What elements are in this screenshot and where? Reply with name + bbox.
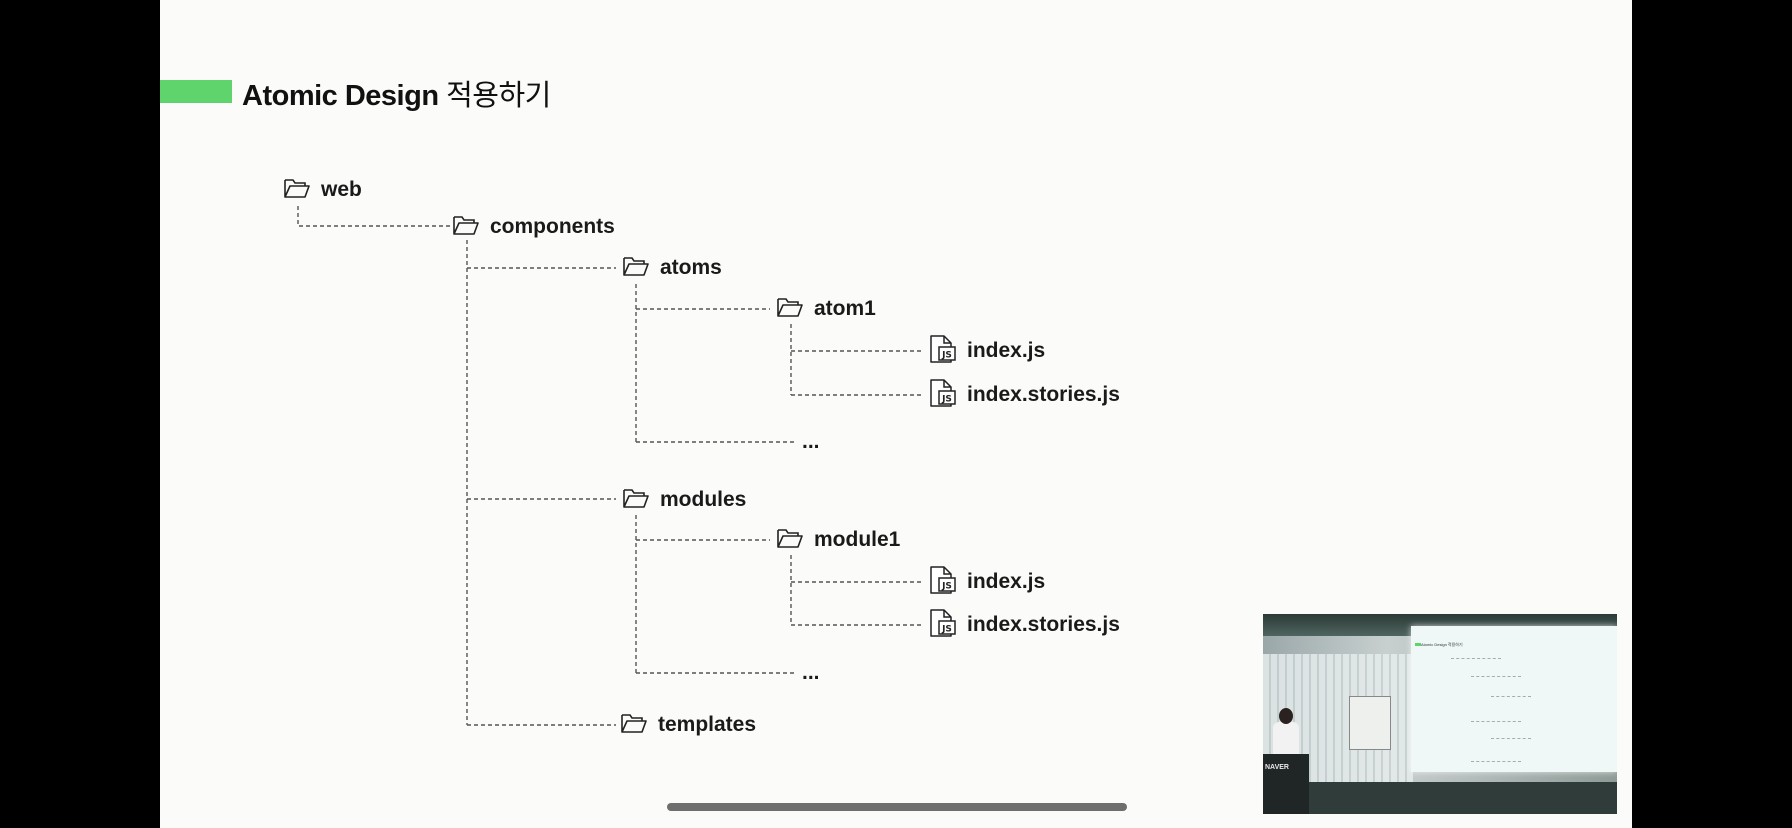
- tree-label-templates: templates: [658, 713, 757, 736]
- pip-screen-line: [1451, 658, 1501, 659]
- pip-podium-logo: NAVER: [1265, 764, 1289, 771]
- pip-screen-line: [1471, 761, 1521, 762]
- pip-speaker-head: [1279, 708, 1293, 724]
- slide-title-suffix: 적용하기: [438, 80, 551, 112]
- tree-node-module1[interactable]: module1: [776, 524, 900, 556]
- svg-text:JS: JS: [941, 394, 952, 404]
- pip-screen-accent: [1415, 643, 1421, 646]
- pip-speaker-body: [1273, 722, 1299, 756]
- presentation-slide: Atomic Design 적용하기: [160, 0, 1632, 828]
- tree-label-atom1-index-js: index.js: [967, 339, 1046, 362]
- tree-label-atom1: atom1: [814, 297, 876, 320]
- tree-label-atoms: atoms: [660, 256, 722, 279]
- folder-open-icon: [776, 295, 804, 324]
- pip-podium: [1263, 754, 1309, 814]
- js-file-icon: JS: [927, 378, 957, 413]
- tree-atoms-more: ...: [802, 430, 820, 453]
- tree-label-module1: module1: [814, 528, 901, 551]
- folder-open-icon: [622, 254, 650, 283]
- pip-screen-line: [1491, 738, 1531, 739]
- tree-node-templates[interactable]: templates: [620, 709, 756, 741]
- folder-open-icon: [622, 486, 650, 515]
- svg-text:JS: JS: [941, 581, 952, 591]
- tree-node-module1-index-js[interactable]: JS index.js: [927, 565, 1046, 600]
- svg-text:JS: JS: [941, 350, 952, 360]
- tree-node-module1-index-stories-js[interactable]: JS index.stories.js: [927, 608, 1120, 643]
- tree-label-module1-index-js: index.js: [967, 570, 1046, 593]
- folder-open-icon: [776, 526, 804, 555]
- tree-node-atom1-index-js[interactable]: JS index.js: [927, 334, 1046, 369]
- tree-node-web[interactable]: web: [283, 174, 362, 206]
- pip-screen-title: Atomic Design 적용하기: [1421, 642, 1463, 647]
- pip-screen-line: [1471, 721, 1521, 722]
- js-file-icon: JS: [927, 608, 957, 643]
- title-accent-bar: [160, 80, 232, 103]
- tree-label-module1-index-stories-js: index.stories.js: [967, 613, 1120, 636]
- tree-node-modules[interactable]: modules: [622, 484, 746, 516]
- pip-whiteboard: [1349, 696, 1391, 750]
- folder-open-icon: [452, 213, 480, 242]
- pip-floor: [1263, 782, 1617, 814]
- pip-screen-line: [1471, 676, 1521, 677]
- tree-label-modules: modules: [660, 488, 747, 511]
- video-scrub-bar[interactable]: [667, 803, 1127, 811]
- js-file-icon: JS: [927, 565, 957, 600]
- slide-title-main: Atomic Design: [242, 80, 439, 112]
- connector-web-components: [297, 206, 452, 227]
- slide-title: Atomic Design 적용하기: [242, 72, 551, 114]
- speaker-video-pip[interactable]: Atomic Design 적용하기 NAVER: [1263, 614, 1617, 814]
- tree-label-components: components: [490, 215, 615, 238]
- svg-text:JS: JS: [941, 624, 952, 634]
- folder-open-icon: [283, 176, 311, 205]
- tree-label-atom1-index-stories-js: index.stories.js: [967, 383, 1120, 406]
- folder-open-icon: [620, 711, 648, 740]
- tree-node-atoms[interactable]: atoms: [622, 252, 722, 284]
- tree-node-atom1-index-stories-js[interactable]: JS index.stories.js: [927, 378, 1120, 413]
- js-file-icon: JS: [927, 334, 957, 369]
- tree-label-web: web: [321, 178, 362, 201]
- tree-node-components[interactable]: components: [452, 211, 615, 243]
- tree-modules-more: ...: [802, 661, 820, 684]
- pip-screen-line: [1491, 696, 1531, 697]
- tree-node-atom1[interactable]: atom1: [776, 293, 876, 325]
- tree-connector-lines: [297, 206, 922, 726]
- pip-projection-screen: Atomic Design 적용하기: [1411, 626, 1617, 772]
